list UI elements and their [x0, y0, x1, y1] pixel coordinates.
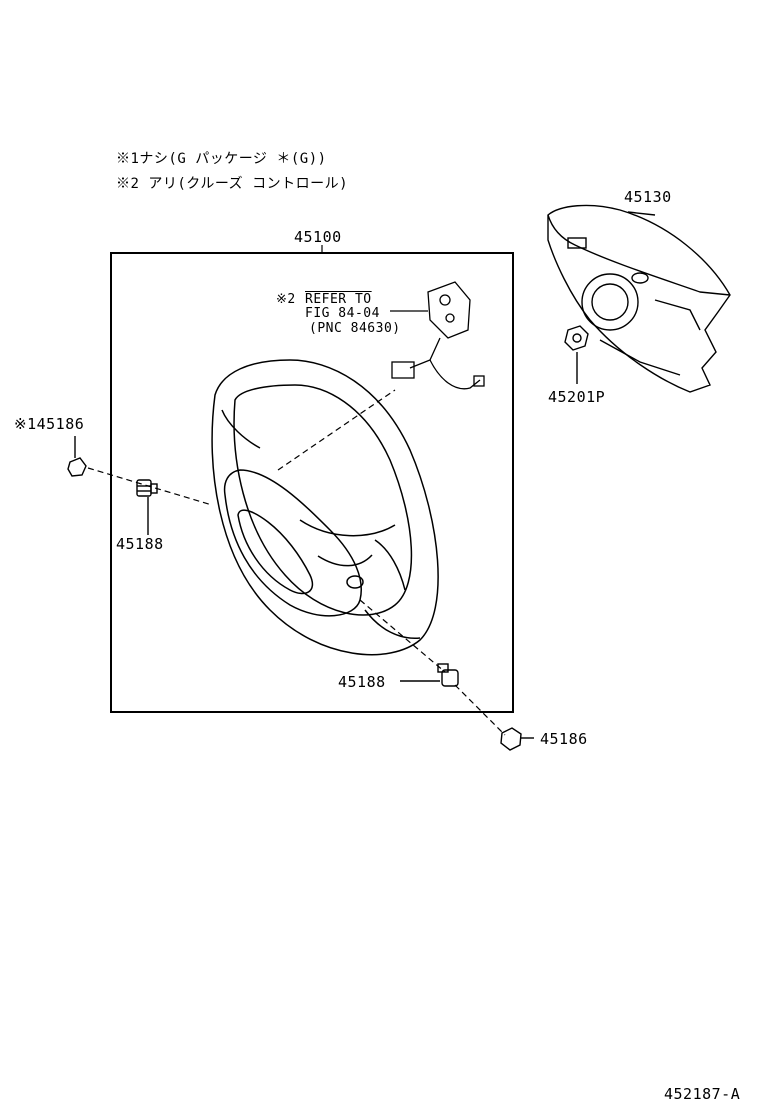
- note-2: ※2 アリ(クルーズ コントロール): [116, 176, 349, 192]
- label-airbag-pad: 45130: [624, 188, 672, 206]
- label-screw-bottom: 45188: [338, 673, 386, 691]
- screw-bottom-45188: [400, 663, 459, 687]
- clip-bottom-45186: [500, 727, 534, 751]
- drawing-number: 452187-A: [664, 1085, 741, 1103]
- cruise-ref-line2: FIG 84-04: [305, 306, 380, 321]
- cruise-ref-line3: (PNC 84630): [309, 321, 401, 336]
- note-1: ※1ナシ(G パッケージ ＊(G)): [116, 151, 327, 167]
- airbag-pad: [547, 204, 731, 393]
- assembly-frame: [110, 252, 514, 713]
- label-clip-bottom: 45186: [540, 730, 588, 748]
- screw-left-45188: [136, 479, 158, 535]
- label-clip-left: ※145186: [14, 415, 85, 433]
- label-screw-left: 45188: [116, 535, 164, 553]
- label-assembly: 45100: [294, 228, 342, 246]
- nut-45201p: [564, 325, 589, 384]
- steering-wheel: [211, 359, 439, 656]
- cruise-ref-marker: ※2: [276, 292, 296, 307]
- cruise-control-switch: [390, 281, 485, 390]
- cruise-ref-line1: REFER TO: [305, 292, 372, 307]
- clip-left-45186: [67, 436, 87, 477]
- label-nut: 45201P: [548, 388, 606, 406]
